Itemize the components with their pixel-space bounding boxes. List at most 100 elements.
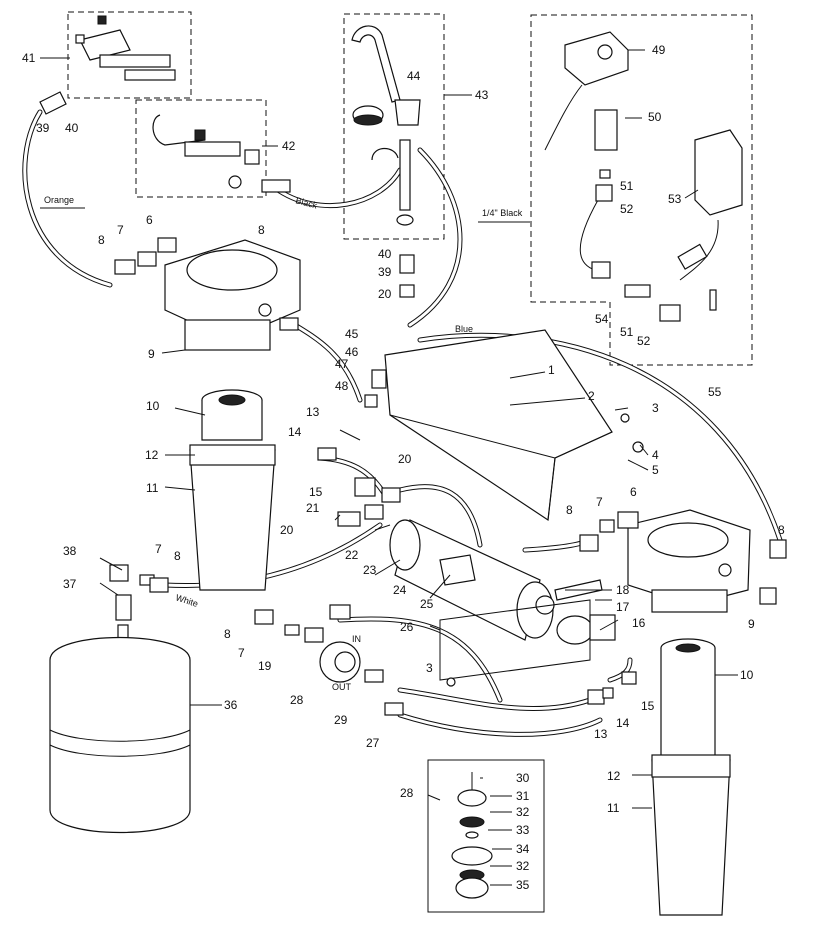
callout: 17: [616, 600, 630, 614]
callout: 51: [620, 325, 634, 339]
callout: 22: [345, 548, 359, 562]
filter-right: [627, 509, 751, 916]
callout: 4: [652, 448, 659, 462]
callout: 40: [378, 247, 392, 261]
callout: 5: [652, 463, 659, 477]
callout: 11: [146, 481, 159, 495]
callout: 6: [146, 213, 153, 227]
callout: 9: [148, 347, 155, 361]
callout: 29: [334, 713, 348, 727]
box-43: [343, 13, 445, 240]
callout: 54: [595, 312, 609, 326]
membrane-housing: [389, 519, 616, 681]
callout: 43: [475, 88, 489, 102]
callout: 23: [363, 563, 377, 577]
callout: 49: [652, 43, 666, 57]
box-42: [135, 99, 267, 198]
callout: 39: [36, 121, 50, 135]
callout: 12: [607, 769, 621, 783]
callout: 44: [407, 69, 421, 83]
callout: 50: [648, 110, 662, 124]
callout: 42: [282, 139, 296, 153]
box-55: [530, 14, 753, 366]
label-out: OUT: [332, 682, 352, 692]
callout: 1: [548, 363, 555, 377]
faucet: [351, 25, 421, 226]
callout: 8: [258, 223, 265, 237]
callout: 3: [426, 661, 433, 675]
callout: 45: [345, 327, 359, 341]
callout: 10: [740, 668, 754, 682]
label-in: IN: [352, 634, 361, 644]
callout: 8: [566, 503, 573, 517]
label-white: White: [174, 592, 199, 609]
electrical-assembly: [564, 31, 743, 322]
callout: 52: [637, 334, 651, 348]
callout: 15: [309, 485, 323, 499]
callout: 16: [632, 616, 646, 630]
filter-left: [164, 239, 301, 591]
fittings: [109, 237, 787, 705]
callout: 8: [174, 549, 181, 563]
callout: 7: [155, 542, 162, 556]
callout: 10: [146, 399, 160, 413]
callout: 7: [117, 223, 124, 237]
callout: 55: [708, 385, 722, 399]
callout: 30: [516, 771, 530, 785]
check-valve: [319, 641, 545, 913]
callout: 7: [238, 646, 245, 660]
callout: 37: [63, 577, 77, 591]
callout: 32: [516, 805, 530, 819]
callout: 13: [594, 727, 608, 741]
box-28: [427, 759, 545, 913]
callout: 18: [616, 583, 630, 597]
leader-lines: [40, 49, 738, 886]
storage-tank: [49, 594, 191, 834]
valve-41: [39, 15, 176, 115]
callout: 41: [22, 51, 36, 65]
callout: 2: [588, 389, 595, 403]
callout: 6: [630, 485, 637, 499]
callout: 13: [306, 405, 320, 419]
callout-numbers: 41 39 40 42 8 44 43 49 50 51 52 53 54 51…: [22, 43, 785, 892]
callout: 3: [652, 401, 659, 415]
callout: 8: [778, 523, 785, 537]
label-quarter-black: 1/4" Black: [482, 208, 523, 218]
callout: 21: [306, 501, 320, 515]
callout: 35: [516, 878, 530, 892]
callout: 47: [335, 357, 349, 371]
callout: 26: [400, 620, 414, 634]
callout: 8: [224, 627, 231, 641]
callout: 51: [620, 179, 634, 193]
callout: 32: [516, 859, 530, 873]
callout: 20: [280, 523, 294, 537]
callout: 8: [98, 233, 105, 247]
callout: 39: [378, 265, 392, 279]
callout: 52: [620, 202, 634, 216]
label-blue: Blue: [455, 324, 473, 334]
callout: 34: [516, 842, 530, 856]
callout: 53: [668, 192, 682, 206]
label-orange: Orange: [44, 195, 74, 205]
callout: 40: [65, 121, 79, 135]
callout: 25: [420, 597, 434, 611]
callout: 7: [596, 495, 603, 509]
callout: 27: [366, 736, 380, 750]
callout: 24: [393, 583, 407, 597]
callout: 48: [335, 379, 349, 393]
box-41: [67, 11, 192, 99]
valve-42: [152, 114, 291, 193]
callout: 20: [398, 452, 412, 466]
callout: 15: [641, 699, 655, 713]
callout: 12: [145, 448, 159, 462]
callout: 14: [616, 716, 630, 730]
callout: 19: [258, 659, 272, 673]
callout: 36: [224, 698, 238, 712]
callout: 38: [63, 544, 77, 558]
label-black: Black: [294, 195, 318, 210]
callout: 31: [516, 789, 530, 803]
callout: 46: [345, 345, 359, 359]
callout: 20: [378, 287, 392, 301]
chassis: [384, 329, 613, 522]
